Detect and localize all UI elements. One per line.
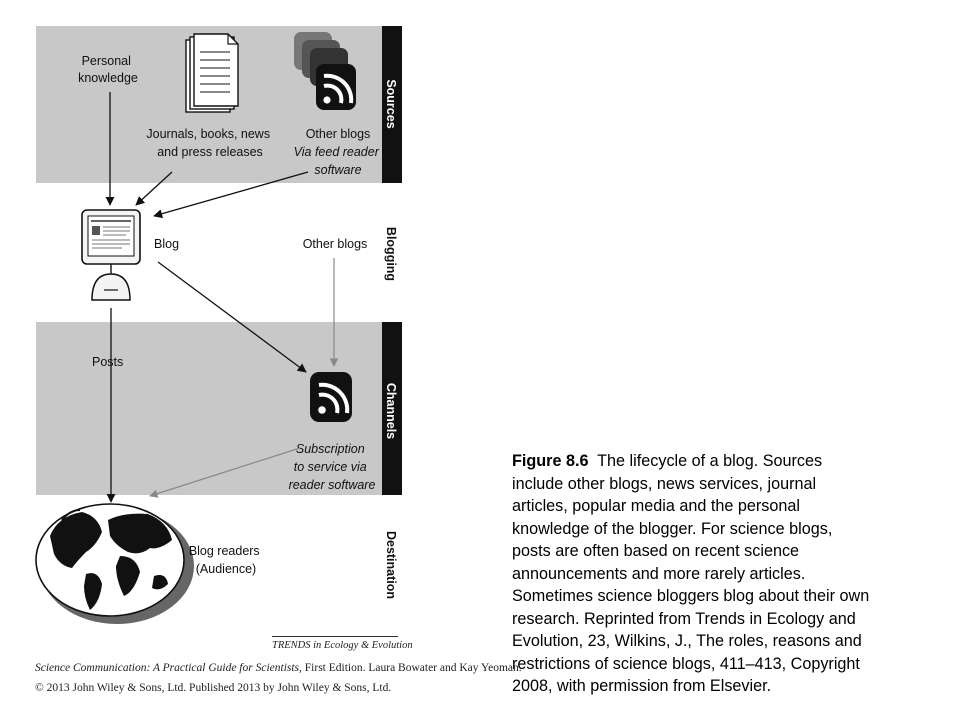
other-blogs-sources-label: Other blogs bbox=[306, 127, 371, 141]
credit-line-1: Science Communication: A Practical Guide… bbox=[35, 662, 522, 674]
figure-caption: Figure 8.6 The lifecycle of a blog. Sour… bbox=[512, 450, 942, 698]
figure-label: Figure 8.6 bbox=[512, 452, 589, 470]
book-edition: , First Edition. Laura Bowater and Kay Y… bbox=[299, 662, 522, 674]
caption-line-2: include other blogs, news services, jour… bbox=[512, 474, 817, 493]
arrow-journals-to-blog bbox=[135, 171, 173, 206]
journal-tag: TRENDS in Ecology & Evolution bbox=[272, 640, 413, 651]
caption-line-5: posts are often based on recent science bbox=[512, 542, 800, 560]
journal-tag-rule bbox=[272, 636, 398, 637]
rss-icon bbox=[310, 372, 352, 422]
sidebar-channels bbox=[382, 322, 402, 495]
stage-label-destination: Destination bbox=[384, 531, 398, 599]
stage-label-channels: Channels bbox=[384, 383, 398, 439]
caption-line-7: Sometimes science bloggers blog about th… bbox=[512, 587, 870, 605]
blog-readers-label: Blog readers (Audience) bbox=[189, 544, 263, 576]
caption-line-1: The lifecycle of a blog. Sources bbox=[588, 452, 823, 470]
sidebar-destination bbox=[382, 495, 402, 630]
arrow-blog-to-subscription bbox=[157, 261, 307, 373]
personal-knowledge-label: Personal knowledge bbox=[78, 54, 138, 85]
journals-label: Journals, books, news and press releases bbox=[146, 127, 273, 159]
computer-icon bbox=[81, 209, 141, 301]
subscription-label: Subscription to service via reader softw… bbox=[289, 442, 376, 492]
caption-line-8: research. Reprinted from Trends in Ecolo… bbox=[512, 609, 856, 628]
arrow-subscription-to-readers bbox=[149, 447, 301, 498]
stage-label-sources: Sources bbox=[384, 79, 398, 128]
caption-line-6: announcements and more rarely articles. bbox=[512, 564, 806, 583]
posts-label: Posts bbox=[92, 355, 123, 369]
globe-icon bbox=[35, 503, 194, 624]
credit-line-2: © 2013 John Wiley & Sons, Ltd. Published… bbox=[35, 682, 392, 694]
other-blogs-blogging-label: Other blogs bbox=[303, 237, 368, 251]
rss-stack-icon bbox=[294, 32, 356, 110]
caption-line-9: Evolution, 23, Wilkins, J., The roles, r… bbox=[512, 632, 862, 650]
book-title: Science Communication: A Practical Guide… bbox=[35, 662, 300, 674]
caption-line-11: 2008, with permission from Elsevier. bbox=[512, 677, 772, 695]
document-stack-icon bbox=[185, 33, 239, 113]
sidebar-sources bbox=[382, 26, 402, 183]
caption-line-10: restrictions of science blogs, 411–413, … bbox=[512, 654, 860, 673]
feed-reader-label: Via feed reader software bbox=[294, 145, 383, 177]
stage-label-blogging: Blogging bbox=[384, 227, 398, 281]
arrow-otherblogs-to-blog bbox=[153, 171, 309, 219]
blog-label: Blog bbox=[154, 237, 179, 251]
caption-line-3: articles, popular media and the personal bbox=[512, 497, 800, 515]
sidebar-blogging bbox=[382, 183, 402, 322]
caption-line-4: knowledge of the blogger. For science bl… bbox=[512, 519, 833, 538]
